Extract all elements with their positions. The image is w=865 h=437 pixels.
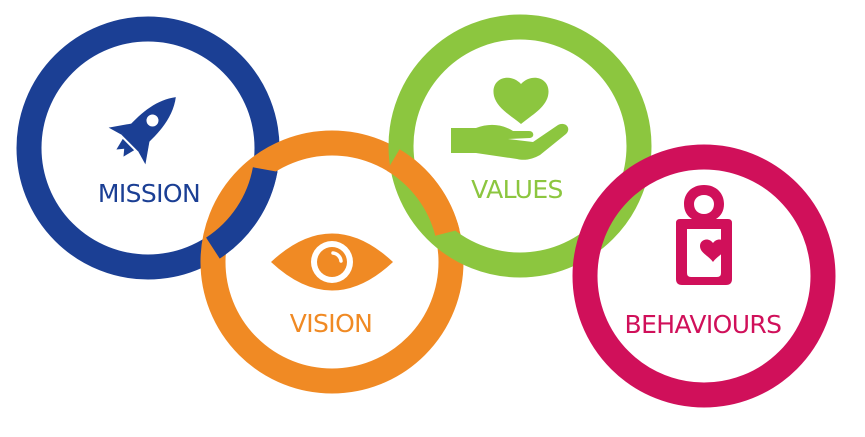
values-label: VALUES	[471, 175, 563, 204]
heart-in-hand-icon	[451, 77, 569, 160]
values-ring	[388, 14, 652, 278]
vision-label: VISION	[290, 309, 373, 338]
mission-label: MISSION	[98, 179, 200, 208]
eye-icon	[271, 233, 393, 291]
person-with-heart-icon	[676, 185, 732, 285]
behaviours-ring	[572, 144, 836, 408]
vision-ring-overlap-arc	[386, 149, 460, 237]
rocket-icon	[108, 97, 176, 165]
vision-ring	[200, 130, 464, 394]
behaviours-label: BEHAVIOURS	[625, 310, 782, 339]
mission-ring-overlap-arc	[205, 166, 278, 259]
